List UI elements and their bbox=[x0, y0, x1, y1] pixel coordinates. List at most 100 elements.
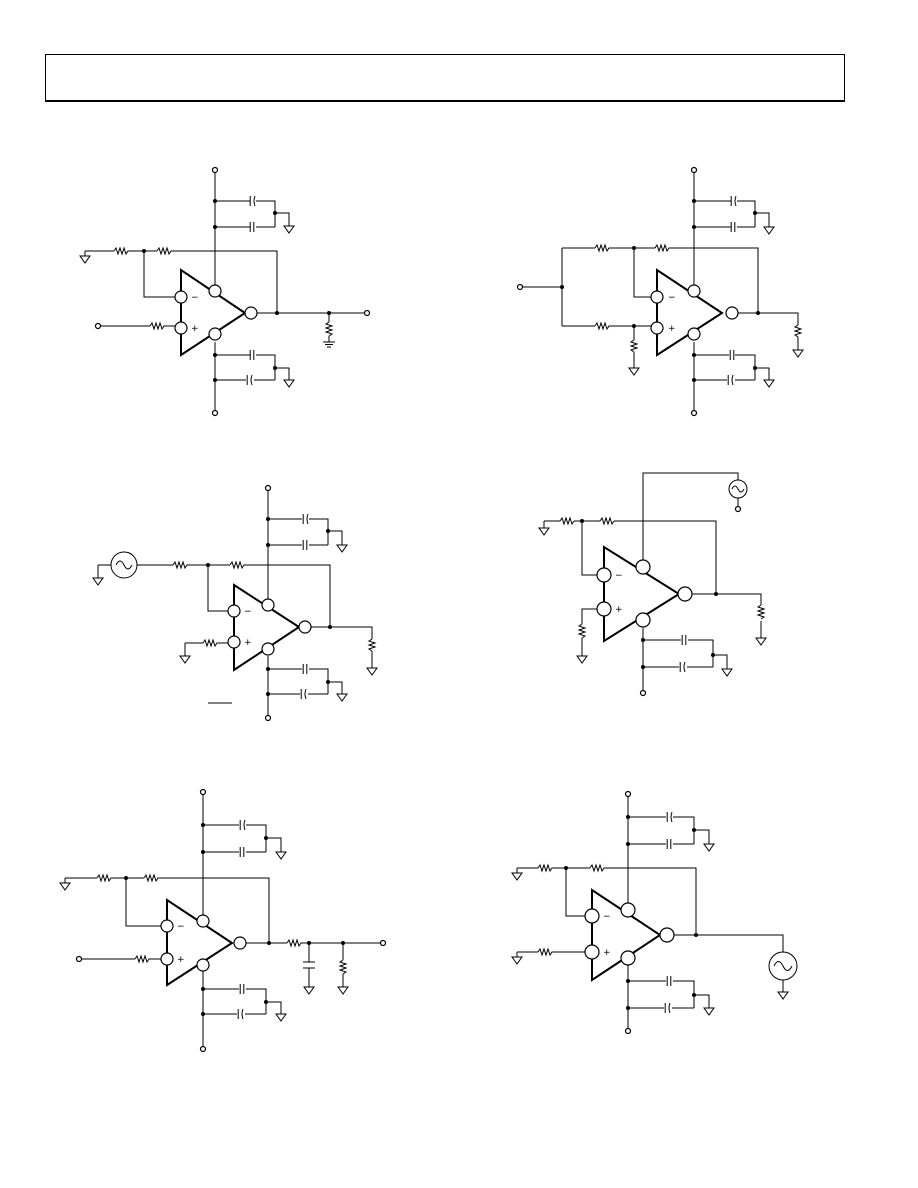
ground-icon bbox=[303, 986, 315, 995]
capacitor-icon bbox=[249, 195, 256, 207]
ground-icon bbox=[511, 872, 523, 881]
ground-icon bbox=[628, 367, 640, 376]
resistor-icon bbox=[577, 623, 587, 639]
resistor-icon bbox=[559, 516, 575, 526]
terminal-icon bbox=[624, 1027, 632, 1035]
capacitor-icon bbox=[302, 539, 308, 551]
capacitor-icon bbox=[246, 374, 253, 386]
resistor-icon bbox=[589, 863, 605, 873]
ground-icon bbox=[755, 637, 767, 646]
ground-icon bbox=[777, 991, 789, 1000]
resistor-icon bbox=[229, 560, 245, 570]
terminal-icon bbox=[363, 309, 371, 317]
resistor-icon bbox=[793, 324, 803, 338]
plus-sign: + bbox=[603, 948, 611, 958]
ground-icon bbox=[322, 341, 336, 348]
ground-icon bbox=[275, 1013, 287, 1022]
op-amp-icon bbox=[233, 583, 301, 672]
capacitor-icon bbox=[666, 811, 673, 823]
capacitor-icon bbox=[664, 1002, 671, 1014]
capacitor-icon bbox=[300, 688, 307, 700]
resistor-icon bbox=[324, 321, 334, 337]
ground-icon bbox=[703, 843, 715, 852]
header-box bbox=[45, 54, 845, 102]
ground-icon bbox=[59, 882, 71, 891]
minus-sign: − bbox=[244, 607, 252, 617]
capacitor-icon bbox=[679, 661, 686, 673]
capacitor-icon bbox=[302, 663, 308, 675]
ground-icon bbox=[792, 349, 804, 358]
op-amp-icon bbox=[656, 268, 724, 357]
terminal-icon bbox=[75, 955, 83, 963]
ground-icon bbox=[336, 544, 348, 553]
capacitor-icon bbox=[249, 221, 255, 233]
circuit-5: − + bbox=[59, 788, 387, 1053]
circuit-4: − + bbox=[538, 472, 767, 697]
ground-icon bbox=[763, 226, 775, 235]
capacitor-icon bbox=[681, 634, 687, 646]
circuit-2: − + bbox=[516, 166, 804, 417]
capacitor-icon bbox=[302, 513, 309, 525]
terminal-icon bbox=[379, 939, 387, 947]
ground-icon bbox=[275, 851, 287, 860]
circuit-6: − + bbox=[511, 790, 798, 1035]
resistor-icon bbox=[172, 560, 188, 570]
minus-sign: − bbox=[177, 922, 185, 932]
resistor-icon bbox=[143, 873, 159, 883]
resistor-icon bbox=[367, 638, 377, 652]
capacitor-icon bbox=[237, 1008, 244, 1020]
capacitor-icon bbox=[239, 819, 246, 831]
resistor-icon bbox=[286, 938, 302, 948]
plus-sign: + bbox=[615, 605, 623, 615]
minus-sign: − bbox=[668, 293, 676, 303]
ground-icon bbox=[703, 1007, 715, 1016]
capacitor-icon bbox=[249, 349, 255, 361]
resistor-icon bbox=[149, 321, 165, 331]
terminal-icon bbox=[264, 714, 272, 722]
capacitor-icon bbox=[666, 975, 672, 987]
minus-sign: − bbox=[603, 912, 611, 922]
ground-icon bbox=[337, 986, 349, 995]
resistor-icon bbox=[96, 873, 112, 883]
resistor-icon bbox=[756, 604, 766, 620]
terminal-icon bbox=[264, 484, 272, 492]
resistor-icon bbox=[202, 638, 218, 648]
terminal-icon bbox=[639, 689, 647, 697]
capacitor-icon bbox=[303, 961, 315, 969]
capacitor-icon bbox=[727, 374, 734, 386]
ground-icon bbox=[511, 956, 523, 965]
circuit-1: − + bbox=[79, 166, 371, 417]
capacitor-icon bbox=[239, 846, 245, 858]
resistor-icon bbox=[599, 516, 615, 526]
ground-icon bbox=[366, 667, 378, 676]
capacitor-icon bbox=[239, 983, 245, 995]
plus-sign: + bbox=[191, 324, 199, 334]
ground-icon bbox=[283, 379, 295, 388]
minus-sign: − bbox=[191, 293, 199, 303]
plus-sign: + bbox=[177, 955, 185, 965]
resistor-icon bbox=[654, 243, 670, 253]
resistor-icon bbox=[156, 246, 172, 256]
ground-icon bbox=[576, 655, 588, 664]
ground-icon bbox=[538, 527, 550, 536]
resistor-icon bbox=[537, 947, 553, 957]
terminal-icon bbox=[690, 409, 698, 417]
minus-sign: − bbox=[615, 571, 623, 581]
ac-source-icon bbox=[768, 951, 798, 981]
resistor-icon bbox=[537, 863, 553, 873]
resistor-icon bbox=[338, 959, 348, 975]
ground-icon bbox=[79, 255, 91, 264]
ground-icon bbox=[336, 693, 348, 702]
ground-icon bbox=[283, 225, 295, 234]
capacitor-icon bbox=[730, 195, 737, 207]
circuit-3: − + bbox=[92, 484, 378, 722]
terminal-icon bbox=[624, 790, 632, 798]
resistor-icon bbox=[134, 954, 150, 964]
ground-icon bbox=[92, 577, 104, 586]
capacitor-icon bbox=[666, 838, 672, 850]
terminal-icon bbox=[211, 409, 219, 417]
resistor-icon bbox=[629, 339, 639, 353]
resistor-icon bbox=[113, 246, 129, 256]
ground-icon bbox=[763, 379, 775, 388]
terminal-icon bbox=[199, 1045, 207, 1053]
